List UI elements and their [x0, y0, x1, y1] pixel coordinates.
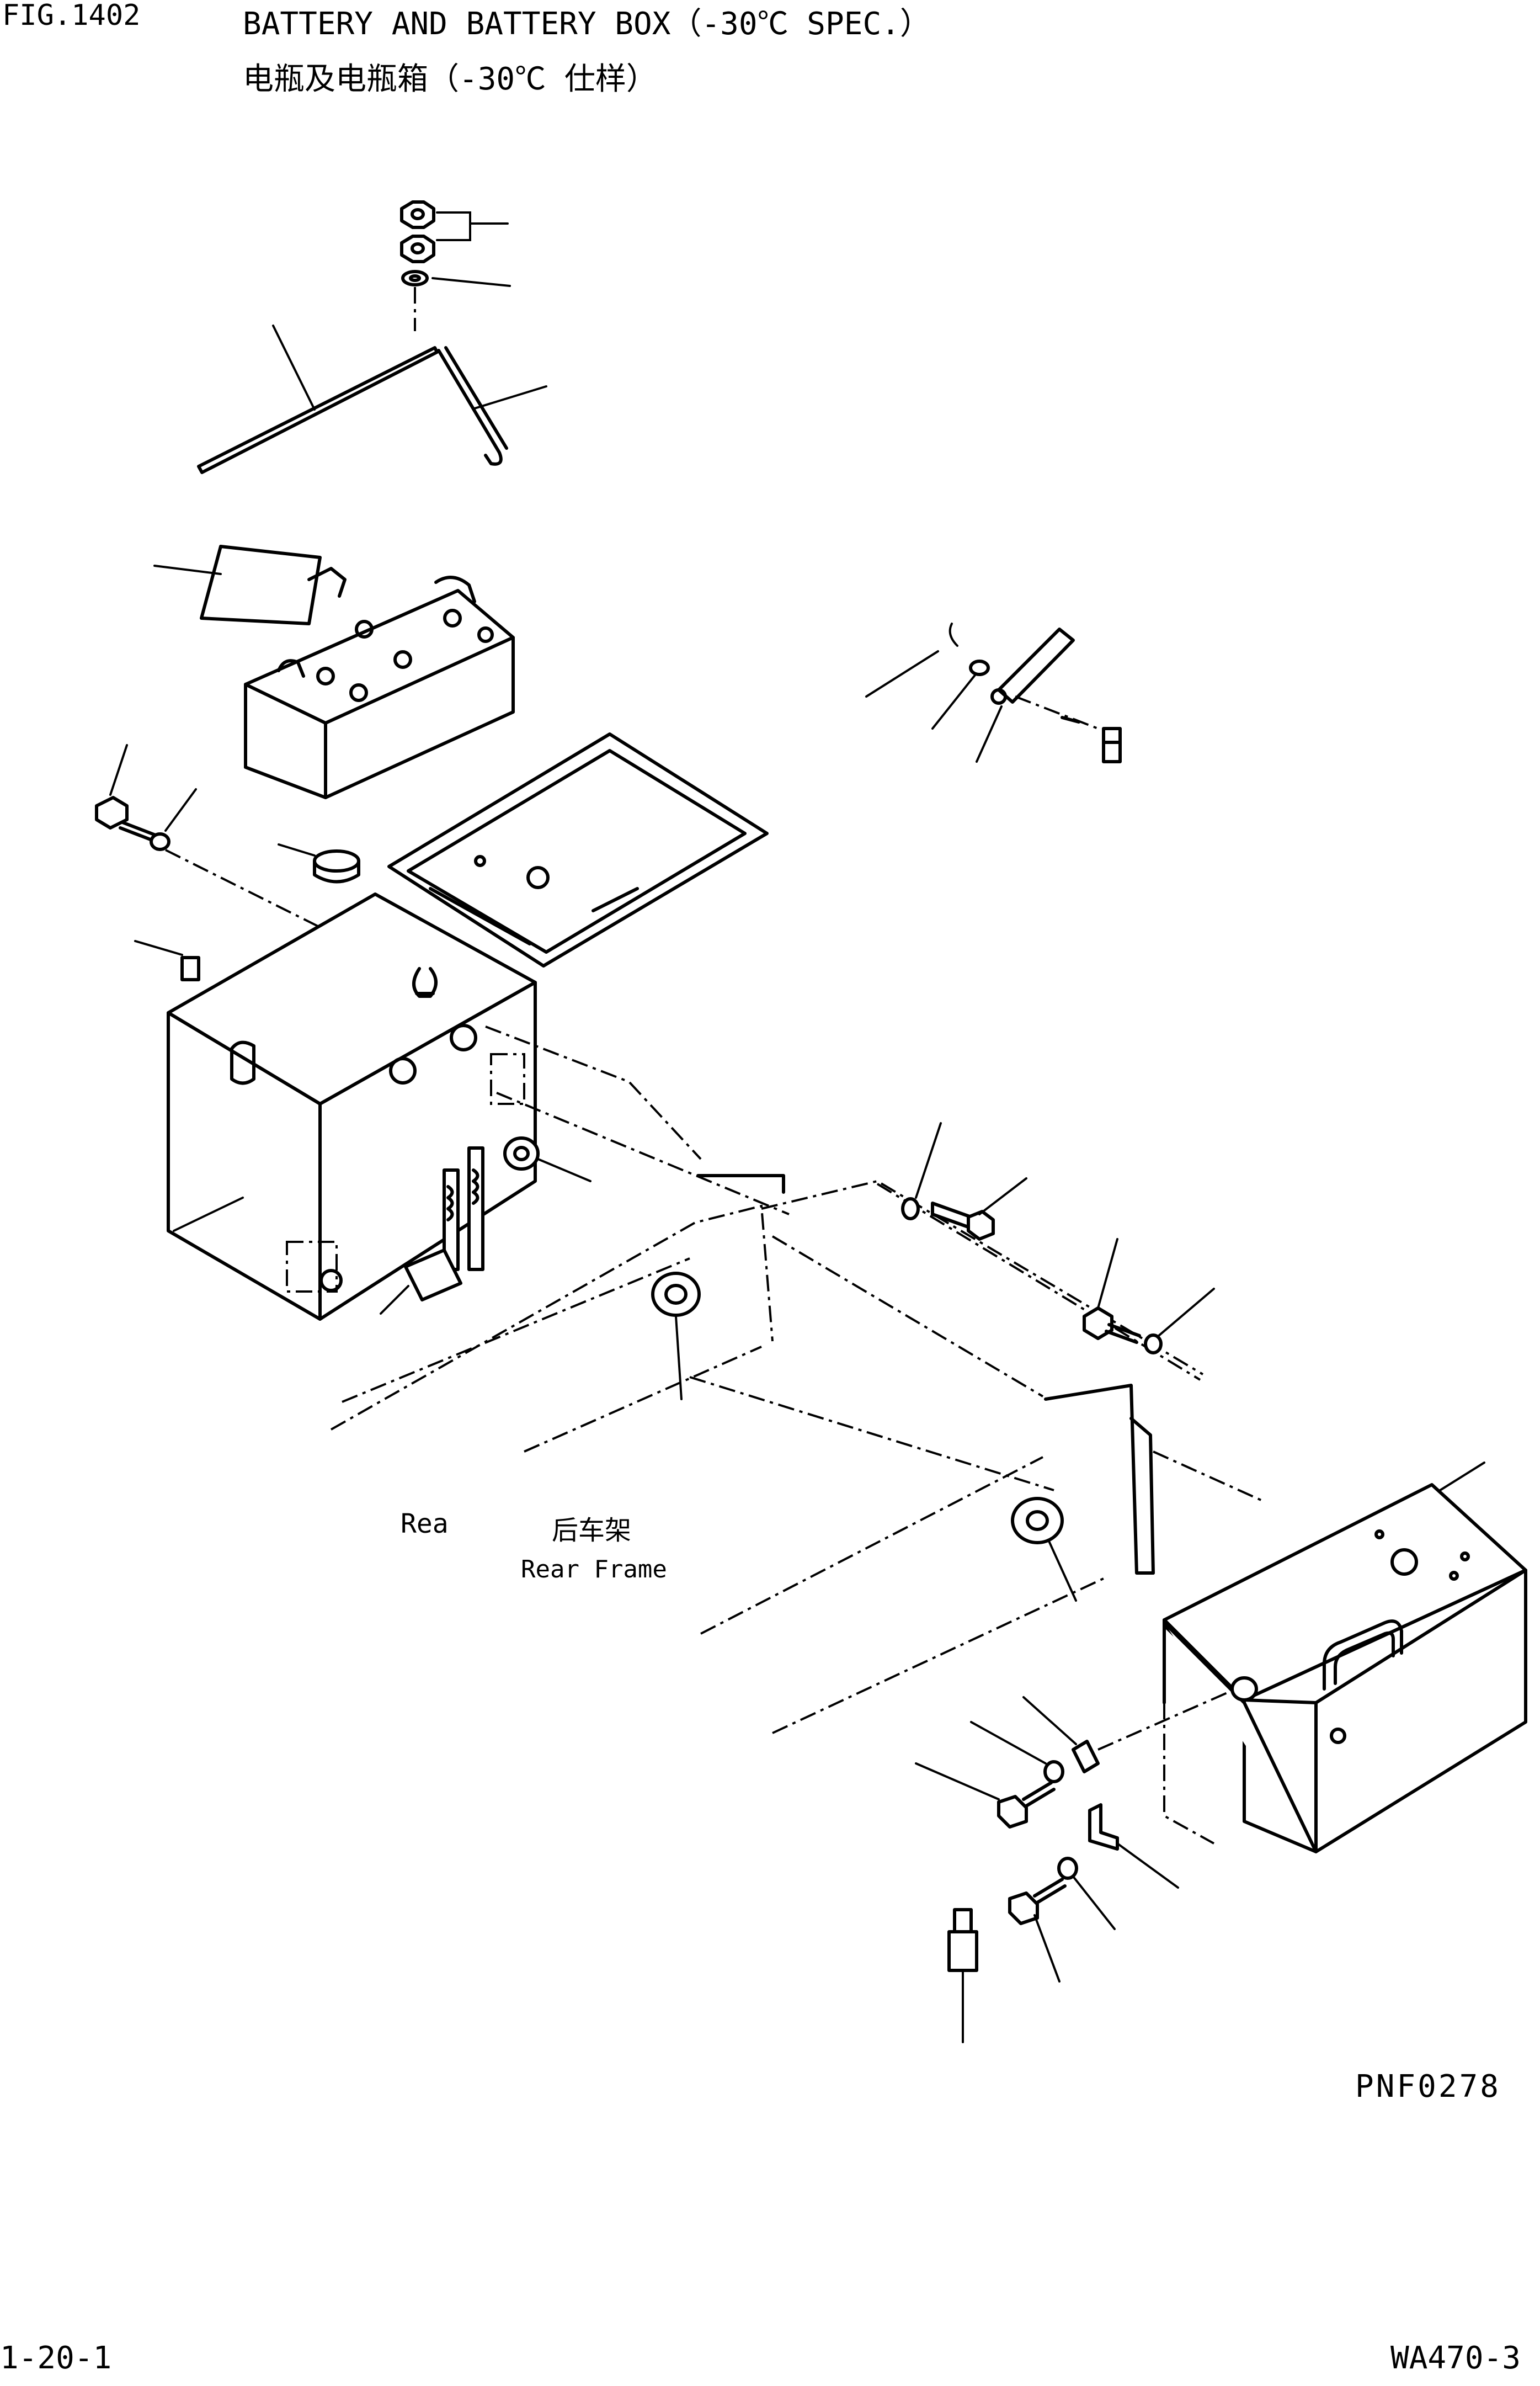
bolt-left-upper [95, 744, 160, 843]
wire-connector-tag [1102, 727, 1122, 763]
wire-tag-lower [947, 1908, 978, 2043]
screw-left [134, 940, 200, 981]
figure-title-chinese: 电瓶及电瓶箱（-30℃ 仕样） [243, 61, 657, 97]
washer-lower-b [1057, 1857, 1116, 1930]
washer-left-upper [150, 788, 197, 851]
figure-number: FIG.1402 [2, 0, 141, 32]
rear-frame-outline [331, 1025, 1264, 1734]
page-number: 1-20-1 [0, 2340, 112, 2376]
mounting-tag [380, 1248, 462, 1315]
hex-nut-lower [400, 235, 435, 263]
rubber-mount-left [503, 1136, 592, 1182]
nut-bracket-line [436, 211, 471, 241]
drawing-number: PNF0278 [1355, 2069, 1501, 2105]
drain-plug [278, 843, 360, 884]
washer-lower-a [970, 1721, 1064, 1783]
battery-tray [387, 732, 769, 968]
label-rea: Rea [401, 1508, 449, 1539]
bolt-lower-b [1008, 1878, 1067, 1983]
latch-clip [1022, 1676, 1258, 1773]
terminal-cover [153, 545, 347, 625]
label-rear-frame-chinese: 后车架 [552, 1515, 632, 1546]
j-bolt [437, 346, 547, 466]
hold-down-rod [197, 325, 439, 474]
bolt-right [1083, 1238, 1215, 1354]
rubber-mount-right [1011, 1497, 1077, 1602]
bracket-lower [1088, 1803, 1179, 1889]
washer-top [401, 270, 429, 286]
bolt-lower-a [915, 1762, 1056, 1829]
box-support-bracket [443, 1146, 484, 1271]
rubber-mount-center [651, 1272, 701, 1400]
battery-box-cover [1163, 1462, 1527, 1853]
battery [244, 576, 515, 799]
latch-hook [412, 967, 438, 998]
figure-title-english: BATTERY AND BATTERY BOX（-30℃ SPEC.） [243, 6, 931, 42]
cable-clamp [865, 623, 1099, 763]
bolt-center [901, 1122, 1027, 1241]
battery-box-left [167, 892, 537, 1321]
model-number: WA470-3 [1390, 2340, 1521, 2376]
label-rear-frame-english: Rear Frame [521, 1555, 667, 1583]
hex-nut-upper [400, 200, 435, 229]
